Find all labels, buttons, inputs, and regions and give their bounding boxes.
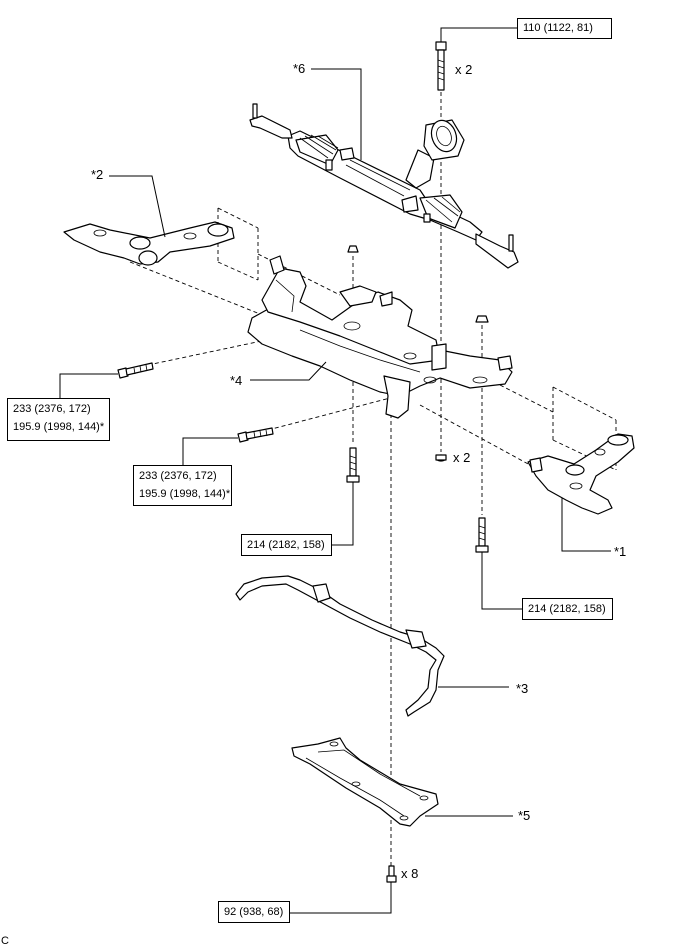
- brace-bolt: [386, 865, 397, 883]
- torque-frame-front-a: 233 (2376, 172): [13, 403, 91, 415]
- frame-front-bolt-a: [117, 362, 154, 379]
- front-brace: [291, 737, 439, 827]
- leader-lines: [59, 27, 611, 914]
- torque-frame-front-b: 233 (2376, 172): [139, 470, 217, 482]
- callout-lower-arm-left: *2: [91, 167, 104, 182]
- frame-front-bolt-b: [237, 427, 274, 443]
- qty-steering-bolt: x 2: [455, 62, 473, 77]
- callout-steering-gear: *6: [293, 61, 306, 76]
- torque-steering-gear: 110 (1122, 81): [523, 22, 593, 34]
- frame-rear-bolt-left: [346, 447, 360, 483]
- steering-gear-assembly: [249, 103, 519, 269]
- qty-brace-bolt: x 8: [401, 866, 419, 881]
- torque-frame-front-a-alt: 195.9 (1998, 144)*: [13, 421, 105, 433]
- lower-arm-left: [63, 221, 235, 266]
- front-suspension-crossmember: [247, 245, 513, 419]
- footer-code: C: [1, 935, 9, 947]
- callout-stabilizer-bar: *3: [516, 681, 529, 696]
- steering-gear-bolt: [435, 41, 447, 91]
- torque-frame-front-b-alt: 195.9 (1998, 144)*: [139, 488, 231, 500]
- torque-brace: 92 (938, 68): [224, 906, 284, 918]
- torque-box-frame-rear-left: 214 (2182, 158): [241, 534, 332, 556]
- callout-lower-arm-right: *1: [614, 544, 627, 559]
- torque-box-steering-gear: 110 (1122, 81): [517, 18, 612, 39]
- callout-brace: *5: [518, 808, 531, 823]
- torque-frame-rear-left: 214 (2182, 158): [247, 539, 325, 551]
- torque-box-frame-rear-right: 214 (2182, 158): [522, 598, 613, 620]
- frame-nut: [435, 454, 447, 462]
- qty-frame-nut: x 2: [453, 450, 471, 465]
- torque-box-frame-front-a: 233 (2376, 172) 195.9 (1998, 144)*: [7, 398, 110, 441]
- stabilizer-bar: [235, 575, 445, 717]
- torque-box-frame-front-b: 233 (2376, 172) 195.9 (1998, 144)*: [133, 465, 232, 506]
- lower-arm-right: [527, 433, 635, 515]
- callout-frame: *4: [230, 373, 243, 388]
- torque-box-brace: 92 (938, 68): [218, 901, 290, 923]
- torque-frame-rear-right: 214 (2182, 158): [528, 603, 606, 615]
- frame-rear-bolt-right: [475, 517, 489, 553]
